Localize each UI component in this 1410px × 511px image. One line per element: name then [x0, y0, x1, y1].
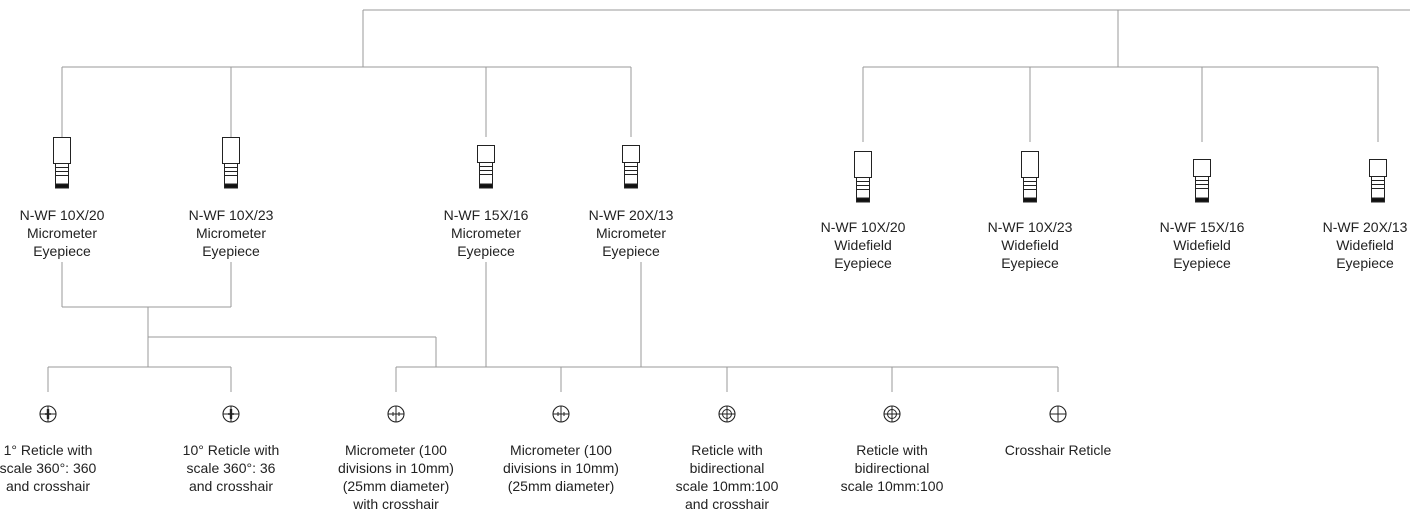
widefield-eyepiece: [1367, 151, 1389, 208]
reticle-label-line: bidirectional: [689, 460, 765, 476]
reticle: [551, 404, 571, 429]
angle-reticle-icon: [39, 405, 57, 423]
micrometer-eyepiece-label-line: Micrometer: [595, 225, 666, 241]
reticle-label-line: (25mm diameter): [507, 478, 615, 494]
micrometer-eyepiece-label-line: N-WF 10X/20: [19, 207, 105, 223]
micrometer-eyepiece-label-line: Eyepiece: [602, 243, 660, 259]
bidirectional-crosshair-reticle-icon: [718, 405, 736, 423]
micrometer-eyepiece-label-line: Micrometer: [26, 225, 97, 241]
reticle-label: Crosshair Reticle: [968, 441, 1148, 459]
micrometer-eyepiece-label-line: Micrometer: [450, 225, 521, 241]
bidirectional-reticle-icon: [883, 405, 901, 423]
reticle-label: Reticle with bidirectional scale 10mm:100: [802, 441, 982, 495]
reticle-label-line: Micrometer (100: [345, 442, 447, 458]
widefield-eyepiece-label-line: N-WF 10X/23: [987, 219, 1073, 235]
widefield-eyepiece-label-line: Widefield: [1173, 237, 1231, 253]
reticle-label-line: (25mm diameter): [342, 478, 450, 494]
micrometer-eyepiece-label-line: Eyepiece: [202, 243, 260, 259]
eyepiece-icon: [477, 145, 495, 189]
reticle-label: Micrometer (100 divisions in 10mm) (25mm d…: [306, 441, 486, 511]
widefield-eyepiece: [852, 151, 874, 208]
reticle-label: Micrometer (100 divisions in 10mm) (25mm d…: [471, 441, 651, 495]
micrometer-eyepiece-label-line: Eyepiece: [33, 243, 91, 259]
reticle-label-line: divisions in 10mm): [338, 460, 454, 476]
eyepiece-icon: [222, 137, 240, 189]
crosshair-reticle-icon: [1049, 405, 1067, 423]
reticle: [38, 404, 58, 429]
reticle-label-line: bidirectional: [854, 460, 930, 476]
reticle: [1048, 404, 1068, 429]
micrometer-eyepiece-label-line: N-WF 10X/23: [188, 207, 274, 223]
reticle-label-line: and crosshair: [188, 478, 274, 494]
widefield-eyepiece-label-line: Widefield: [834, 237, 892, 253]
reticle-label-line: with crosshair: [353, 496, 439, 511]
widefield-eyepiece-label-line: N-WF 20X/13: [1322, 219, 1408, 235]
widefield-eyepiece-label-line: N-WF 15X/16: [1159, 219, 1245, 235]
widefield-eyepiece: [1191, 151, 1213, 208]
eyepiece-icon: [1021, 151, 1039, 203]
micrometer-eyepiece-label-line: Micrometer: [195, 225, 266, 241]
micrometer-reticle-icon: [552, 405, 570, 423]
widefield-eyepiece-label-line: Eyepiece: [834, 255, 892, 271]
reticle-label-line: scale 10mm:100: [675, 478, 779, 494]
micrometer-eyepiece-label-line: N-WF 15X/16: [443, 207, 529, 223]
reticle-label: 10° Reticle with scale 360°: 36 and crossh…: [141, 441, 321, 495]
widefield-eyepiece-label-line: Eyepiece: [1336, 255, 1394, 271]
reticle-label-line: 10° Reticle with: [182, 442, 280, 458]
micrometer-eyepiece-label-line: N-WF 20X/13: [588, 207, 674, 223]
reticle: [882, 404, 902, 429]
micrometer-eyepiece: [475, 137, 497, 194]
eyepiece-icon: [622, 145, 640, 189]
micrometer-eyepiece: [220, 137, 242, 194]
widefield-eyepiece-label-line: Widefield: [1001, 237, 1059, 253]
micrometer-crosshair-reticle-icon: [387, 405, 405, 423]
reticle-label-line: Reticle with: [691, 442, 763, 458]
reticle-label-line: scale 10mm:100: [840, 478, 944, 494]
reticle: [221, 404, 241, 429]
eyepiece-icon: [53, 137, 71, 189]
reticle-label-line: Crosshair Reticle: [1004, 442, 1112, 458]
micrometer-eyepiece: [620, 137, 642, 194]
reticle-label-line: and crosshair: [684, 496, 770, 511]
widefield-eyepiece: [1019, 151, 1041, 208]
eyepiece-icon: [854, 151, 872, 203]
widefield-eyepiece-label-line: Widefield: [1336, 237, 1394, 253]
widefield-eyepiece-label-line: Eyepiece: [1001, 255, 1059, 271]
reticle-label-line: divisions in 10mm): [503, 460, 619, 476]
reticle-label-line: scale 360°: 360: [0, 460, 97, 476]
reticle-label: 1° Reticle with scale 360°: 360 and crossh…: [0, 441, 138, 495]
micrometer-eyepiece-label-line: Eyepiece: [457, 243, 515, 259]
reticle-label-line: Micrometer (100: [510, 442, 612, 458]
reticle: [386, 404, 406, 429]
eyepiece-icon: [1369, 159, 1387, 203]
reticle: [717, 404, 737, 429]
reticle-label-line: 1° Reticle with: [3, 442, 93, 458]
reticle-label-line: and crosshair: [5, 478, 91, 494]
reticle-label: Reticle with bidirectional scale 10mm:100 a…: [637, 441, 817, 511]
reticle-label-line: Reticle with: [856, 442, 928, 458]
angle-reticle-icon: [222, 405, 240, 423]
eyepiece-icon: [1193, 159, 1211, 203]
reticle-label-line: scale 360°: 36: [186, 460, 276, 476]
widefield-eyepiece-label-line: Eyepiece: [1173, 255, 1231, 271]
widefield-eyepiece-label-line: N-WF 10X/20: [820, 219, 906, 235]
micrometer-eyepiece: [51, 137, 73, 194]
